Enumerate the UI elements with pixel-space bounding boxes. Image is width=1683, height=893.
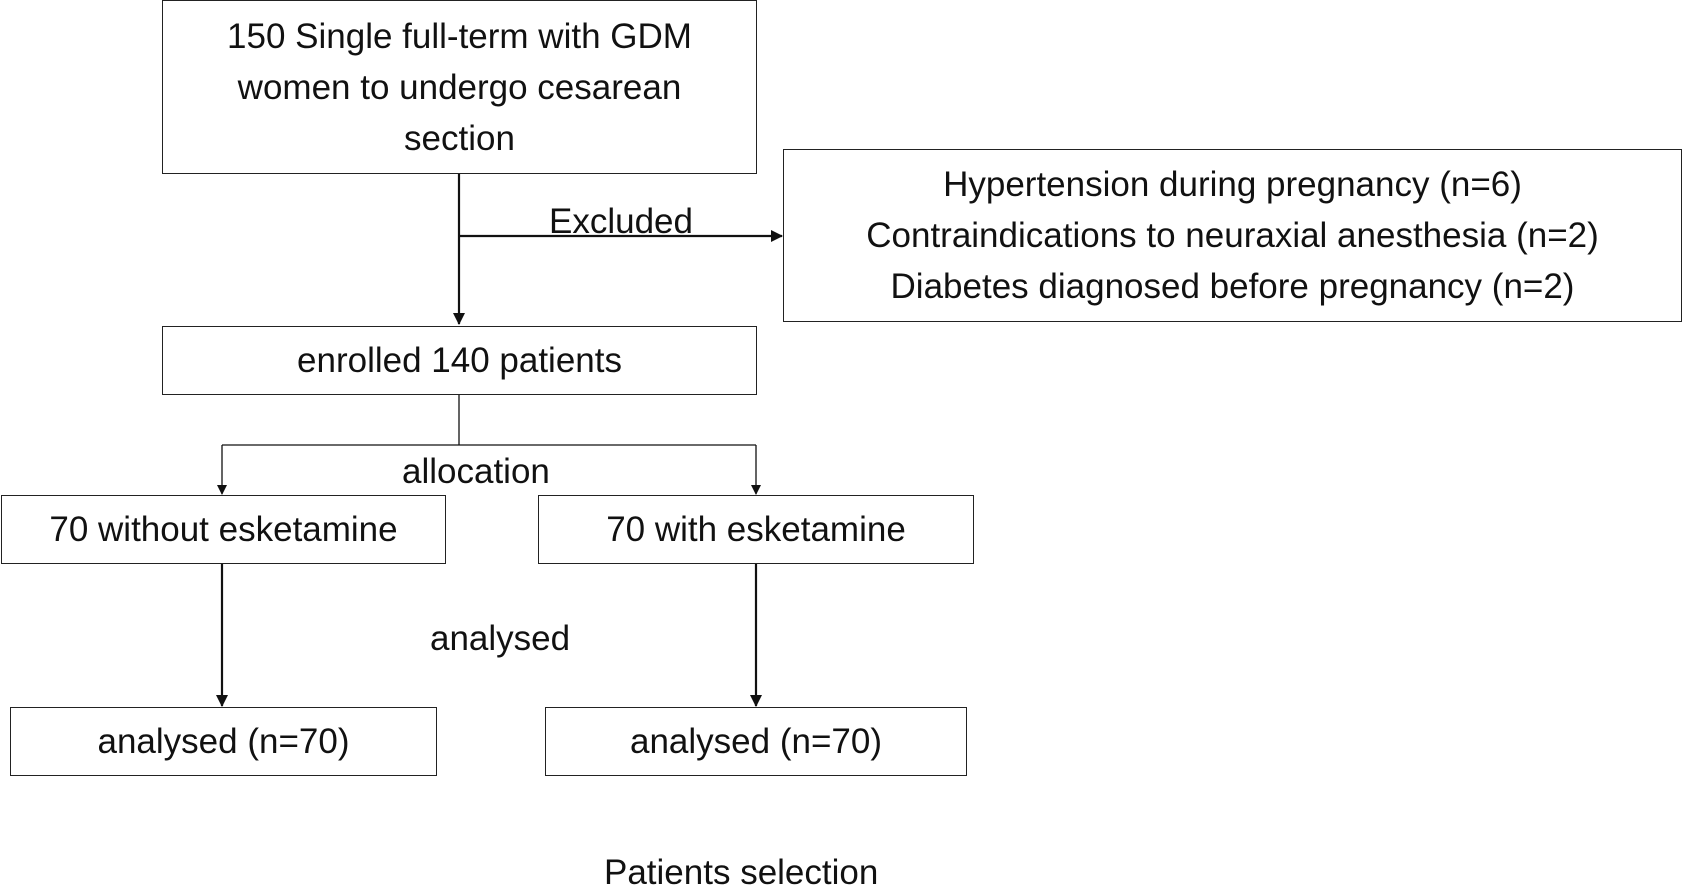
excluded-reason-contraindications: Contraindications to neuraxial anesthesi… <box>866 216 1599 255</box>
screened-box: 150 Single full-term with GDM women to u… <box>162 0 757 174</box>
figure-caption: Patients selection <box>604 853 879 892</box>
excluded-reason-hypertension: Hypertension during pregnancy (n=6) <box>943 165 1522 204</box>
excluded-label: Excluded <box>549 202 693 241</box>
screened-line-1: 150 Single full-term with GDM <box>227 16 692 56</box>
group-without-esketamine-text: 70 without esketamine <box>49 510 398 549</box>
analysed-without-text: analysed (n=70) <box>97 722 350 761</box>
analysed-with-text: analysed (n=70) <box>630 722 882 761</box>
analysed-without-box: analysed (n=70) <box>10 707 437 776</box>
excluded-reasons-box: Hypertension during pregnancy (n=6) Cont… <box>783 149 1682 322</box>
enrolled-text: enrolled 140 patients <box>297 341 622 380</box>
group-without-esketamine-box: 70 without esketamine <box>1 495 446 564</box>
screened-line-2: women to undergo cesarean <box>237 67 682 107</box>
analysed-with-box: analysed (n=70) <box>545 707 967 776</box>
allocation-label: allocation <box>402 452 550 491</box>
enrolled-box: enrolled 140 patients <box>162 326 757 395</box>
excluded-reason-prior-diabetes: Diabetes diagnosed before pregnancy (n=2… <box>890 267 1575 306</box>
group-with-esketamine-box: 70 with esketamine <box>538 495 974 564</box>
group-with-esketamine-text: 70 with esketamine <box>606 510 906 549</box>
analysed-label: analysed <box>430 619 571 658</box>
screened-line-3: section <box>404 118 515 158</box>
